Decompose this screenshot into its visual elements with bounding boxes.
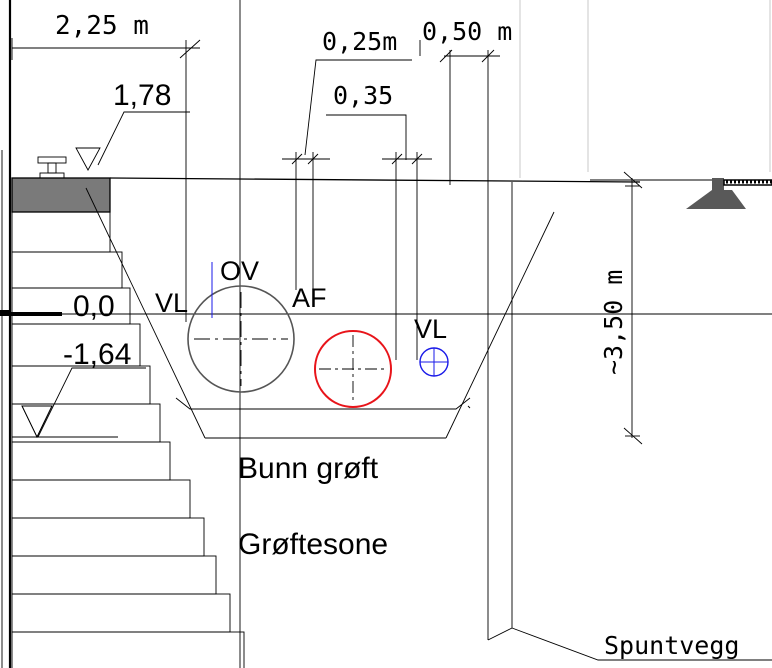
stepped-shoring <box>11 211 245 668</box>
ground-block <box>11 177 111 213</box>
level-bottom-label: -1,64 <box>63 338 131 371</box>
label-trench-zone: Grøftesone <box>238 528 388 561</box>
pipe-af <box>314 330 392 408</box>
pipe-ov <box>187 285 295 393</box>
label-ov: OV <box>220 256 259 286</box>
label-trench-bottom: Bunn grøft <box>238 452 379 485</box>
left-frame-mark <box>0 310 10 316</box>
level-bottom-marker: -1,64 <box>12 338 146 439</box>
rail-symbol-left <box>37 156 67 179</box>
pipe-vl-right <box>419 347 449 377</box>
label-vl-right: VL <box>414 314 447 344</box>
dimension-depth: ~3,50 m <box>599 171 643 445</box>
sheet-pile-wall: Spuntvegg <box>487 182 772 661</box>
dimension-spacing-c-label: 0,35 <box>333 81 393 110</box>
left-frame-border <box>0 0 10 668</box>
ground-marker-right <box>686 178 772 209</box>
ground-line <box>109 177 641 183</box>
label-vl-left: VL <box>155 288 188 318</box>
dimension-width-top-label: 2,25 m <box>55 11 149 41</box>
dimension-spacing-group: 0,25m 0,50 m 0,35 <box>282 17 512 640</box>
level-top-label: 1,78 <box>113 79 171 112</box>
trench-outline <box>85 187 555 439</box>
dimension-depth-label: ~3,50 m <box>599 270 628 375</box>
sheet-pile-label: Spuntvegg <box>604 631 739 660</box>
dimension-spacing-a-label: 0,25m <box>322 27 397 56</box>
level-top-marker: 1,78 <box>75 79 190 171</box>
label-af: AF <box>292 283 327 313</box>
level-zero-label: 0,0 <box>73 290 115 323</box>
dimension-spacing-b-label: 0,50 m <box>422 17 512 46</box>
dimension-width-top: 2,25 m <box>11 11 201 322</box>
